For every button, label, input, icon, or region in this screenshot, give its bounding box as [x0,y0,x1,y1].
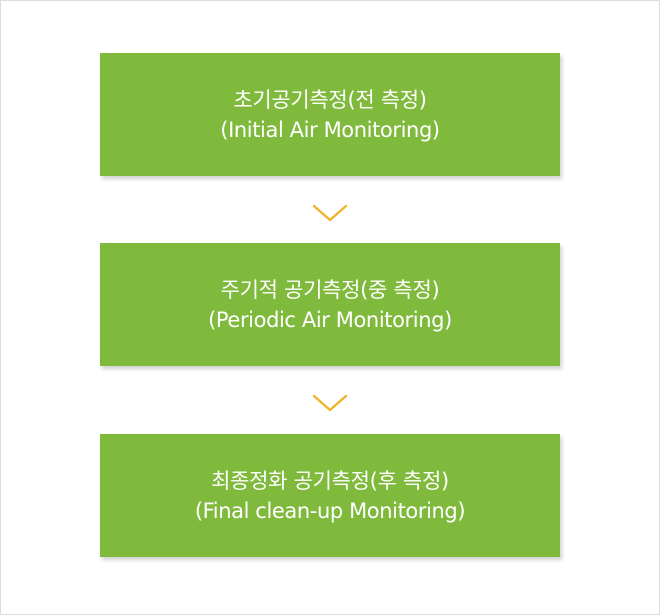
step-initial-air-monitoring: 초기공기측정(전 측정) (Initial Air Monitoring) [100,53,560,176]
step-korean-label: 최종정화 공기측정(후 측정) [211,468,449,493]
step-english-label: (Periodic Air Monitoring) [208,307,452,332]
step-periodic-air-monitoring: 주기적 공기측정(중 측정) (Periodic Air Monitoring) [100,243,560,366]
step-korean-label: 초기공기측정(전 측정) [233,87,427,112]
step-english-label: (Final clean-up Monitoring) [194,498,466,523]
chevron-down-icon [312,204,348,222]
step-final-clean-up-monitoring: 최종정화 공기측정(후 측정) (Final clean-up Monitori… [100,434,560,557]
step-english-label: (Initial Air Monitoring) [220,117,440,142]
chevron-down-icon [312,394,348,412]
step-korean-label: 주기적 공기측정(중 측정) [220,277,440,302]
